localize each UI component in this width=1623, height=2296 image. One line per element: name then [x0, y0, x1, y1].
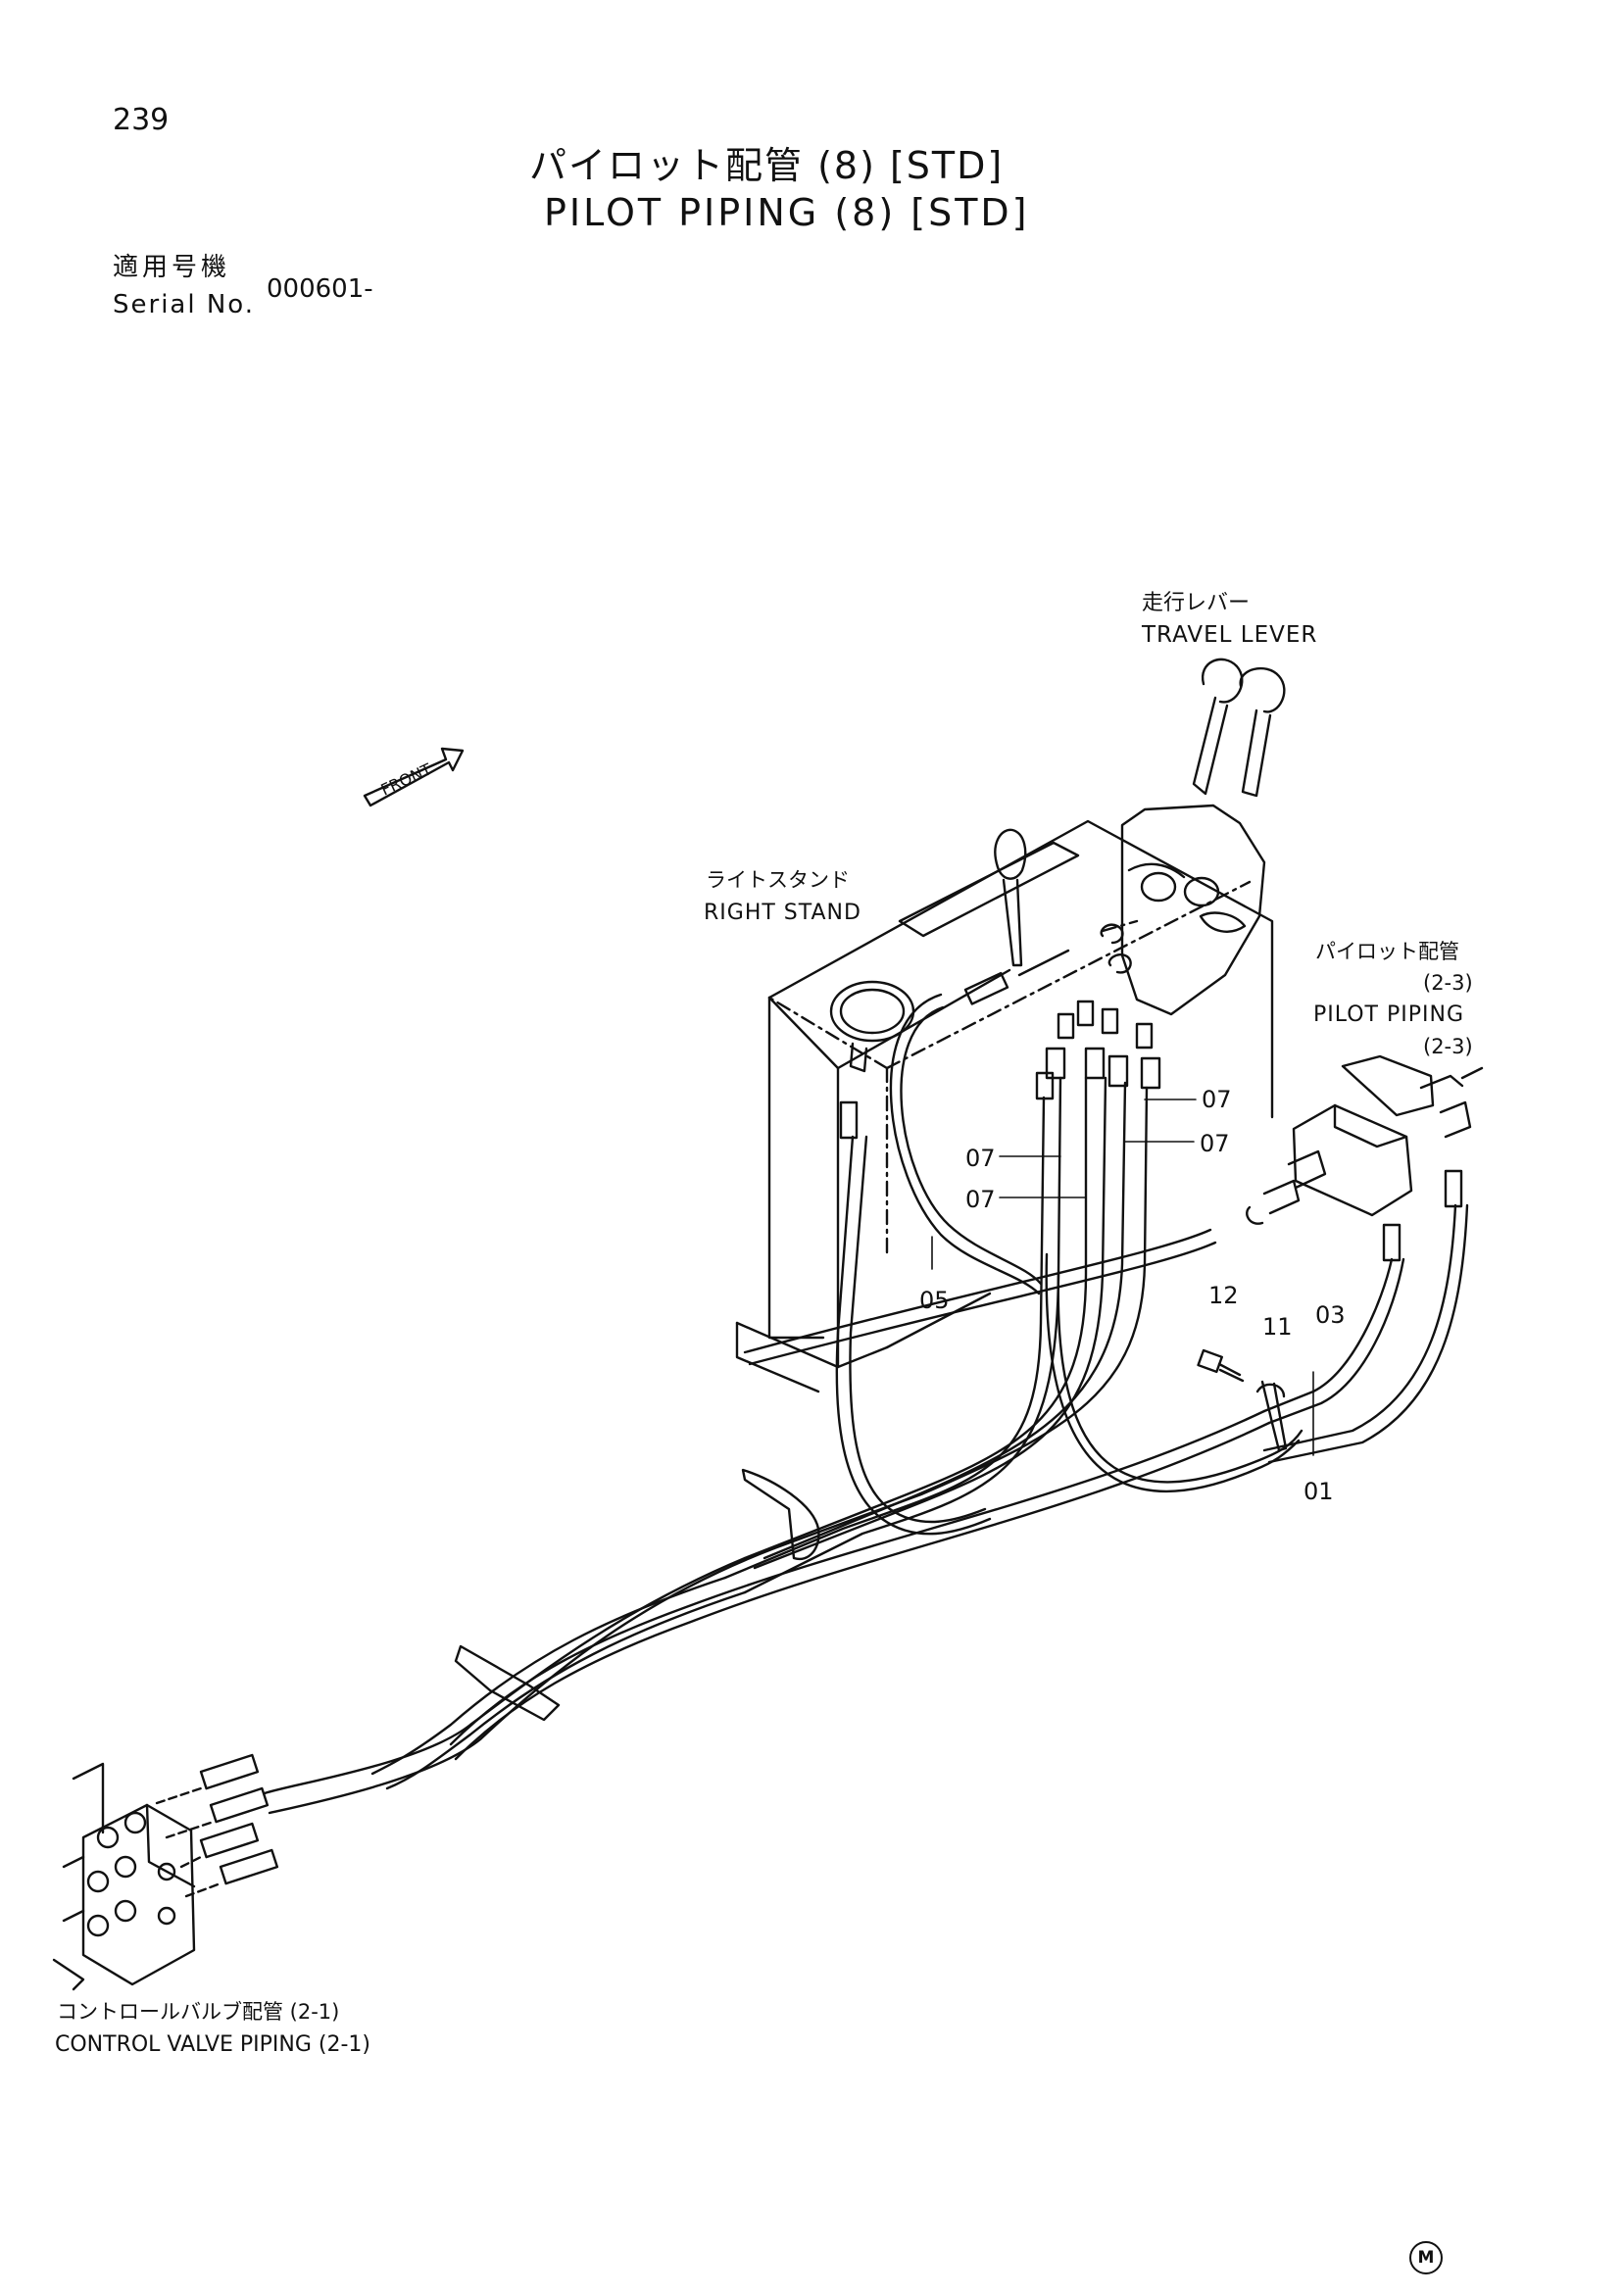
- pilot-piping-ref-en: (2-3): [1423, 1035, 1473, 1058]
- bolt-icon: [1197, 1348, 1245, 1383]
- front-arrow-icon: FRONT: [363, 747, 465, 807]
- pilot-valve-block: [1246, 1054, 1484, 1262]
- pilot-piping-ref-jp: (2-3): [1423, 971, 1473, 995]
- part-number-07: 07: [965, 1145, 996, 1172]
- part-number-12: 12: [1208, 1282, 1239, 1309]
- pilot-hoses: [263, 993, 1469, 1815]
- front-arrow-label: FRONT: [378, 759, 435, 799]
- travel-lever-icon: [1101, 658, 1286, 1016]
- travel-lever-label-en: TRAVEL LEVER: [1141, 622, 1317, 648]
- serial-label-japanese: 適用号機: [113, 253, 231, 282]
- part-number-07: 07: [965, 1186, 996, 1213]
- corner-mark: M: [1409, 2241, 1443, 2274]
- control-valve-label-jp: コントロールバルブ配管 (2-1): [57, 2000, 339, 2024]
- title-english: PILOT PIPING (8) [STD]: [544, 191, 1030, 234]
- page-number: 239: [113, 103, 170, 137]
- travel-lever-label-jp: 走行レバー: [1142, 591, 1250, 615]
- part-number-07: 07: [1202, 1086, 1232, 1113]
- hose-clamps: [454, 1380, 1288, 1722]
- stand-lever-icon: [994, 828, 1027, 967]
- serial-label-english: Serial No.: [113, 290, 255, 319]
- control-valve-label-en: CONTROL VALVE PIPING (2-1): [55, 2032, 370, 2057]
- hose-fittings: [839, 923, 1161, 1140]
- control-valve-block: [52, 1753, 279, 1991]
- part-number-01: 01: [1303, 1478, 1334, 1505]
- part-number-07: 07: [1200, 1130, 1230, 1157]
- pilot-piping-label-jp: パイロット配管: [1315, 940, 1459, 963]
- right-stand-label-jp: ライトスタンド: [706, 868, 850, 892]
- part-number-05: 05: [919, 1287, 950, 1314]
- serial-number-value: 000601-: [267, 274, 373, 304]
- stand-gauge-icon: [829, 980, 915, 1073]
- part-number-11: 11: [1262, 1313, 1293, 1341]
- pilot-piping-label-en: PILOT PIPING: [1313, 1002, 1464, 1027]
- part-number-03: 03: [1315, 1301, 1346, 1329]
- title-japanese: パイロット配管 (8) [STD]: [529, 144, 1005, 187]
- leader-lines: [931, 1099, 1314, 1456]
- right-stand-label-en: RIGHT STAND: [704, 901, 861, 925]
